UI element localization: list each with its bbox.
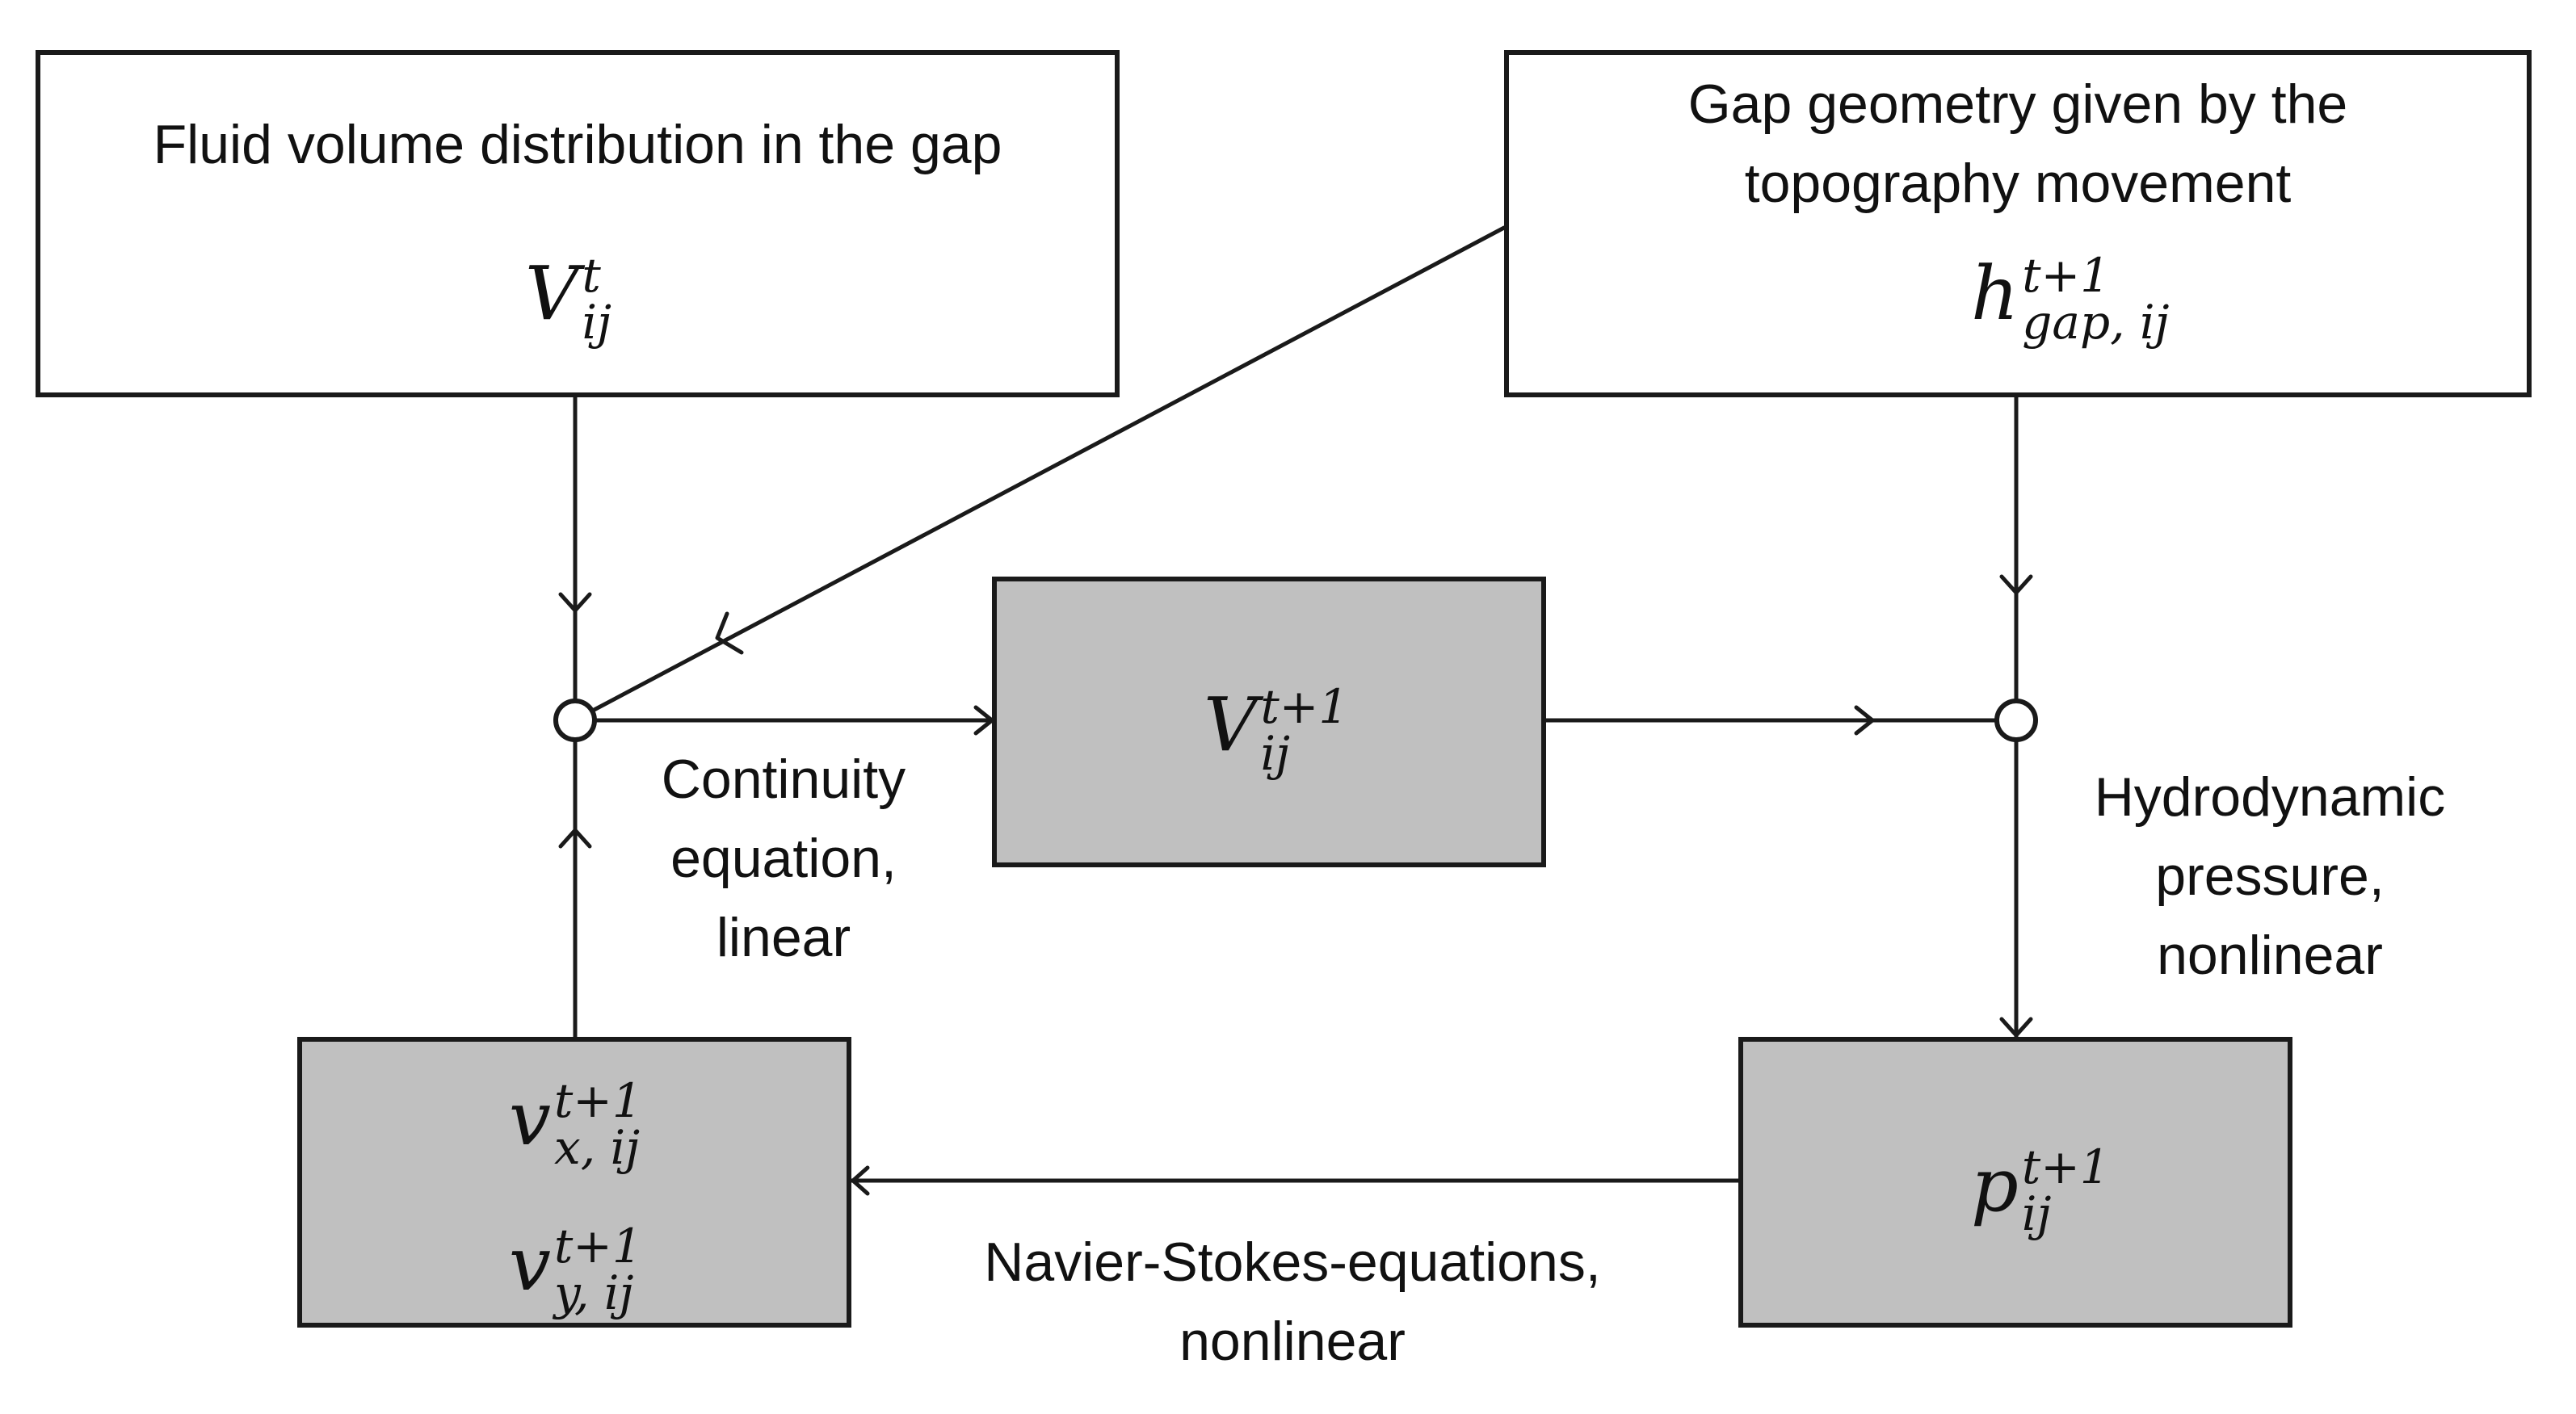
gap-geometry-label-line1: Gap geometry given by the bbox=[1687, 73, 2348, 135]
arrowhead-velocity-to-node bbox=[558, 828, 592, 849]
velocity-y-symbol: v t+1 y, ij bbox=[509, 1219, 642, 1320]
arrowhead-volume-to-node bbox=[1854, 705, 1875, 736]
continuity-label-line3: linear bbox=[716, 907, 851, 968]
fluid-volume-label: Fluid volume distribution in the gap bbox=[153, 114, 1002, 175]
fluid-volume-symbol: V t ij bbox=[525, 248, 611, 350]
continuity-label-line1: Continuity bbox=[661, 749, 906, 810]
volume-next-box bbox=[992, 577, 1546, 867]
continuity-label-line2: equation, bbox=[670, 828, 897, 889]
gap-geometry-symbol: h t+1 gap, ij bbox=[1971, 248, 2170, 350]
left-junction-node bbox=[553, 699, 597, 742]
hydrodynamic-label-line2: pressure, bbox=[2155, 845, 2385, 907]
gap-geometry-box bbox=[1504, 50, 2532, 397]
arrowhead-node-to-pressure bbox=[1999, 1017, 2033, 1038]
arrowhead-fluid-to-node bbox=[558, 592, 592, 613]
velocity-x-symbol: v t+1 x, ij bbox=[509, 1073, 642, 1175]
pressure-symbol: p t+1 ij bbox=[1971, 1139, 2110, 1241]
pressure-box bbox=[1738, 1037, 2292, 1328]
velocity-box bbox=[297, 1037, 851, 1328]
right-junction-node bbox=[1994, 699, 2038, 742]
gap-geometry-label-line2: topography movement bbox=[1744, 153, 2292, 214]
arrowhead-pressure-to-velocity bbox=[851, 1165, 870, 1196]
arrowhead-gap-diagonal bbox=[715, 611, 744, 655]
arrowhead-gap-down bbox=[1999, 574, 2033, 595]
navier-stokes-label-line2: nonlinear bbox=[1179, 1311, 1406, 1372]
hydrodynamic-label-line3: nonlinear bbox=[2157, 925, 2383, 986]
hydrodynamic-label-line1: Hydrodynamic bbox=[2094, 766, 2446, 828]
fluid-volume-box bbox=[36, 50, 1120, 397]
navier-stokes-label-line1: Navier-Stokes-equations, bbox=[984, 1231, 1601, 1293]
arrowhead-node-to-volume bbox=[973, 705, 994, 736]
volume-next-symbol: V t+1 ij bbox=[1204, 679, 1349, 781]
arrow-gap-to-node bbox=[584, 225, 1507, 716]
